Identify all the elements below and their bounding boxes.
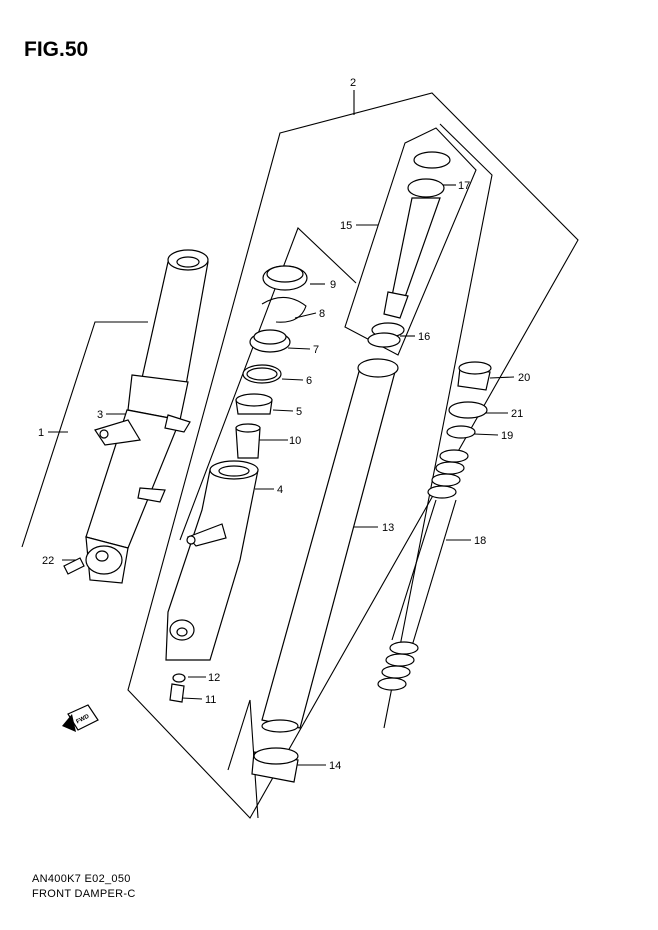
callout-label: 5 [296,406,302,418]
callout-label: 14 [329,760,341,772]
section-name: FRONT DAMPER-C [32,888,136,900]
callout-label: 7 [313,344,319,356]
figure-title: FIG.50 [24,38,89,61]
callout-label: 16 [418,331,430,343]
callout-label: 19 [501,430,513,442]
fwd-arrow-icon [62,714,76,732]
callout-labels: 1 2 3 4 5 6 7 8 9 10 11 12 13 14 15 16 1… [38,77,530,772]
callout-label: 17 [458,180,470,192]
callout-label: 2 [350,77,356,89]
callout-label: 1 [38,427,44,439]
assembly-outlines [21,92,579,819]
callout-label: 12 [208,672,220,684]
callout-label: 10 [289,435,301,447]
callout-label: 22 [42,555,54,567]
callout-label: 11 [205,694,216,706]
fork-tube-outer [85,249,209,584]
damper-rod [367,151,451,348]
sub-outline-15 [344,127,477,356]
inner-tube [261,358,399,733]
model-code: AN400K7 E02_050 [32,873,131,885]
damper-slider [165,460,259,661]
callout-label: 8 [319,308,325,320]
spring-assembly [377,361,492,691]
callout-label: 20 [518,372,530,384]
fwd-direction-badge: FWD [62,704,99,732]
bushing [251,747,299,783]
sub-outline-18 [383,123,493,729]
callout-label: 18 [474,535,486,547]
bolt-parts [63,557,186,703]
callout-label: 15 [340,220,352,232]
callout-label: 21 [511,408,523,420]
callout-label: 9 [330,279,336,291]
sub-outline-13 [227,699,259,819]
assembly-1-outline [21,321,148,548]
subgroup-9-outline [179,227,357,541]
seal-stack [235,265,308,459]
callout-label: 13 [382,522,394,534]
assembly-2-outline [127,92,579,819]
callout-label: 6 [306,375,312,387]
callout-label: 3 [97,409,103,421]
callout-label: 4 [277,484,283,496]
